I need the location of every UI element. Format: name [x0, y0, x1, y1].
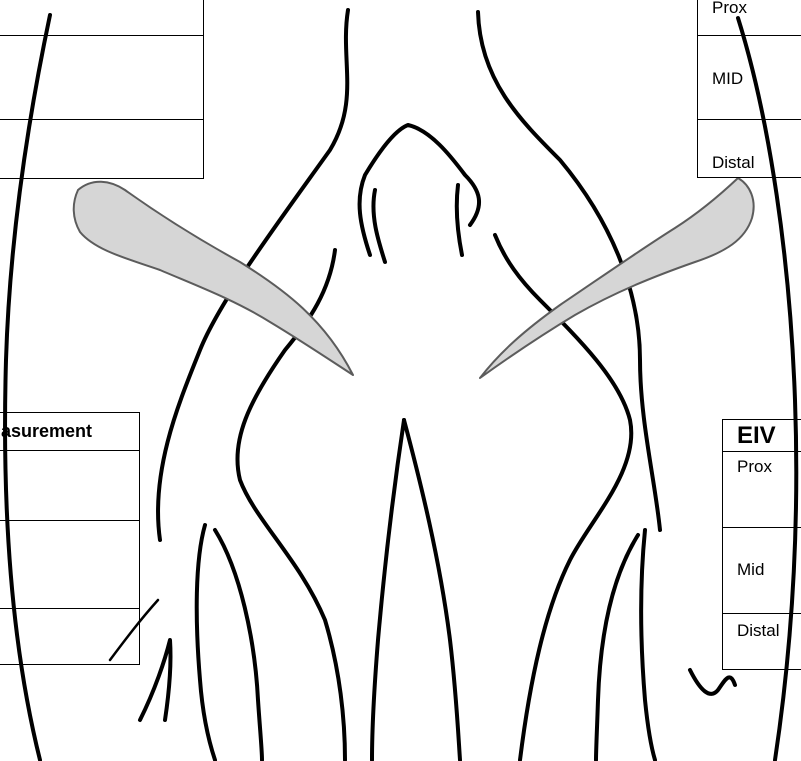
left-inner-leg — [372, 420, 404, 760]
eiv-mid-label: Mid — [737, 561, 764, 578]
eiv-header: EIV — [737, 424, 776, 448]
table-row: Distal — [723, 614, 801, 669]
pelvic-arch-left-inner — [373, 190, 385, 262]
table-row: Prox — [723, 452, 801, 528]
top-right-measurement-table: Prox MID Distal — [697, 0, 801, 178]
table-row: Prox — [698, 0, 801, 36]
table-row — [0, 36, 203, 120]
table-row: MID — [698, 36, 801, 120]
right-inner-leg — [404, 420, 460, 760]
table-header-row: asurement — [0, 413, 139, 451]
distal-label: Distal — [712, 154, 755, 171]
left-thigh-line-2 — [215, 530, 262, 760]
top-left-measurement-table — [0, 0, 204, 179]
table-row: Mid — [723, 528, 801, 614]
right-thigh-line — [641, 530, 655, 760]
right-branch-small — [690, 670, 735, 694]
left-vessel-shape — [74, 182, 353, 375]
table-row — [0, 521, 139, 609]
mid-label: MID — [712, 70, 743, 87]
table-row — [0, 609, 139, 664]
eiv-distal-label: Distal — [737, 622, 780, 639]
left-thigh-line — [197, 525, 215, 760]
table-row: Distal — [698, 120, 801, 177]
table-row — [0, 120, 203, 178]
pelvic-arch-right-inner — [457, 185, 462, 255]
eiv-prox-label: Prox — [737, 458, 772, 475]
prox-label: Prox — [712, 0, 747, 16]
table-header-row: EIV — [723, 420, 801, 452]
table-row — [0, 0, 203, 36]
mid-left-measurement-table: asurement — [0, 412, 140, 665]
right-thigh-line-2 — [596, 535, 638, 760]
eiv-measurement-table: EIV Prox Mid Distal — [722, 419, 801, 670]
measurement-header: asurement — [1, 422, 92, 440]
left-branch-small — [140, 640, 171, 720]
table-row — [0, 451, 139, 521]
